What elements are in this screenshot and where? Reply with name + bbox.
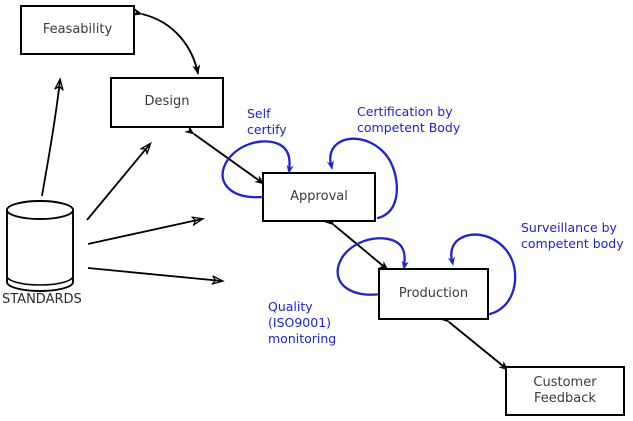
connector-production-customer-feedback xyxy=(439,313,509,371)
connector-approval-production xyxy=(324,216,389,271)
node-customer-feedback-label: Customer Feedback xyxy=(533,374,597,406)
node-customer-feedback[interactable]: Customer Feedback xyxy=(505,366,625,416)
datastore-standards xyxy=(5,200,77,292)
certification-loop xyxy=(326,137,398,220)
node-feasability-label: Feasability xyxy=(42,21,113,37)
annotation-surveillance-by-competent-body: Surveillance by competent body xyxy=(521,220,624,251)
connector-standards-feasability xyxy=(41,80,60,197)
node-production-label: Production xyxy=(398,285,469,301)
connector-feasability-design xyxy=(132,7,201,75)
node-approval[interactable]: Approval xyxy=(262,172,376,222)
annotation-self-certify: Self certify xyxy=(247,106,287,137)
connector-standards-approval xyxy=(87,219,202,245)
connector-standards-production xyxy=(87,267,222,281)
node-design[interactable]: Design xyxy=(110,77,224,128)
node-production[interactable]: Production xyxy=(378,268,489,320)
datastore-standards-label: STANDARDS xyxy=(2,292,82,307)
quality-loop xyxy=(336,237,409,296)
node-approval-label: Approval xyxy=(290,188,348,204)
annotation-certification-by-competent-body: Certification by competent Body xyxy=(357,104,461,135)
surveillance-loop xyxy=(447,233,517,316)
node-design-label: Design xyxy=(144,94,190,110)
connector-standards-design xyxy=(86,144,150,221)
cylinder-icon xyxy=(6,200,74,292)
annotation-quality-iso9001-monitoring: Quality (ISO9001) monitoring xyxy=(268,299,337,346)
node-feasability[interactable]: Feasability xyxy=(20,5,135,55)
self-certify-loop xyxy=(221,140,294,199)
